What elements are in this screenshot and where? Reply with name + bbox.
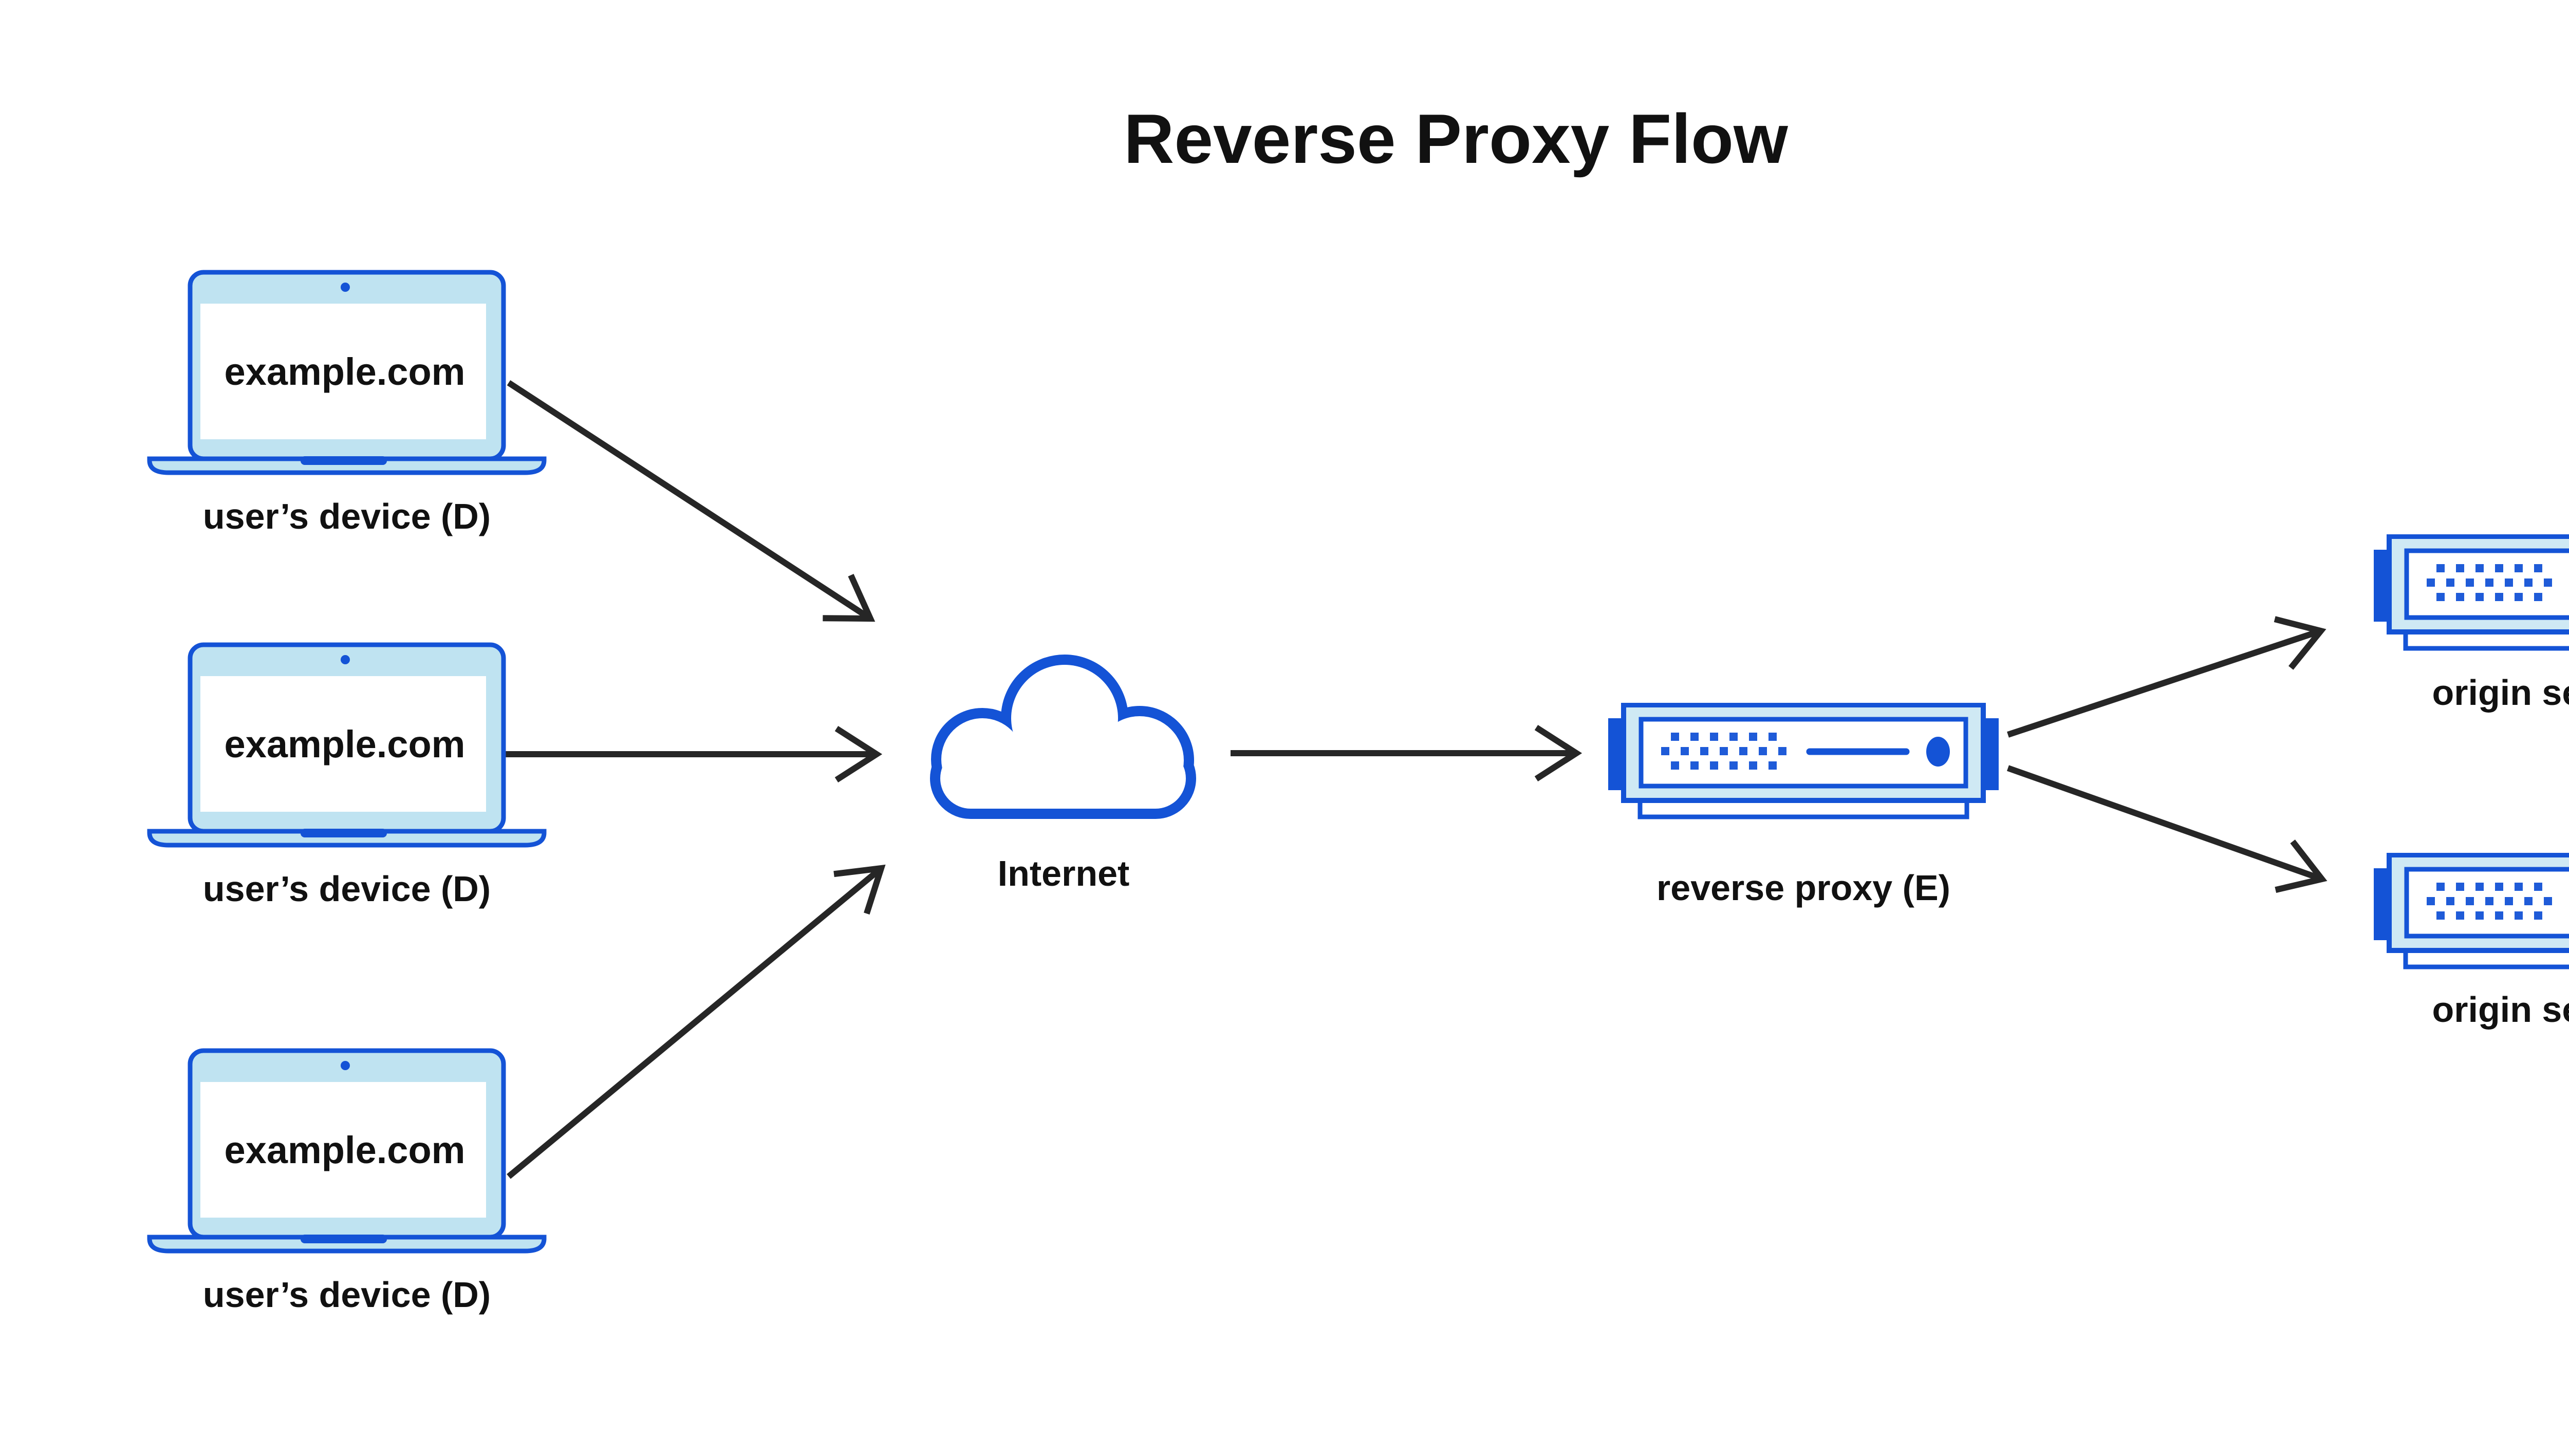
hinge-notch	[301, 829, 387, 837]
arrow-proxy-origin2	[2007, 765, 2328, 893]
origin-label: origin server (F)	[2432, 673, 2569, 713]
hinge-notch	[301, 456, 387, 465]
device-label: user’s device (D)	[202, 496, 491, 536]
laptop-icon	[147, 1048, 547, 1254]
device-label: user’s device (D)	[202, 869, 491, 909]
camera-dot-icon	[341, 283, 350, 292]
device-screen-url: example.com	[224, 722, 466, 766]
internet-label: Internet	[997, 853, 1130, 893]
device-label: user’s device (D)	[202, 1275, 491, 1315]
server-led-icon	[1926, 737, 1950, 767]
server-icon	[1608, 703, 1999, 819]
page-title: Reverse Proxy Flow	[1124, 100, 1788, 178]
camera-dot-icon	[341, 1061, 350, 1070]
server-icon	[2374, 534, 2569, 651]
hinge-notch	[301, 1235, 387, 1243]
arrow-device1-internet	[507, 380, 876, 622]
laptop-icon	[147, 642, 547, 848]
server-vent-pattern	[1661, 733, 1786, 770]
proxy-label: reverse proxy (E)	[1656, 868, 1950, 908]
device-screen-url: example.com	[224, 350, 466, 393]
server-icon	[2374, 853, 2569, 969]
server-vent-pattern	[2427, 883, 2552, 920]
laptop-icon	[147, 270, 547, 475]
cloud-icon	[930, 655, 1196, 819]
server-vent-pattern	[2427, 564, 2552, 601]
camera-dot-icon	[341, 655, 350, 664]
arrow-device3-internet	[507, 864, 886, 1179]
device-screen-url: example.com	[224, 1128, 466, 1171]
arrow-proxy-origin1	[2007, 616, 2326, 738]
origin-label: origin server (F)	[2432, 990, 2569, 1030]
